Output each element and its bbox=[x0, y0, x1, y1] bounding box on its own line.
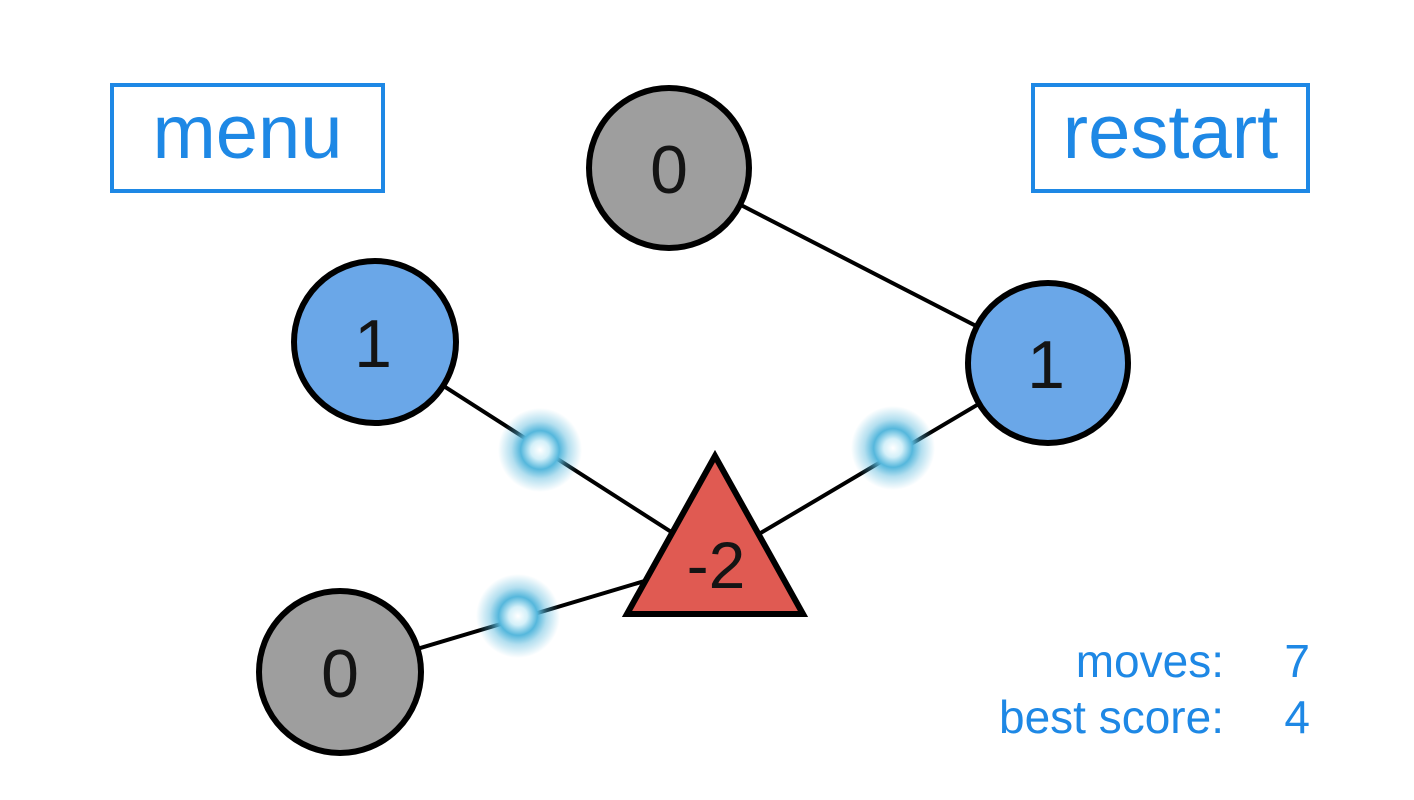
score-hud: moves: 7 best score: 4 bbox=[999, 638, 1310, 740]
node-left[interactable]: 1 bbox=[291, 258, 459, 426]
node-value: 0 bbox=[321, 636, 359, 712]
edge-glow-marker bbox=[851, 406, 935, 490]
restart-button[interactable]: restart bbox=[1031, 83, 1310, 193]
node-top[interactable]: 0 bbox=[586, 85, 752, 251]
edge-glow-marker bbox=[498, 408, 582, 492]
node-value: 0 bbox=[650, 132, 688, 208]
best-score-value: 4 bbox=[1284, 691, 1310, 743]
node-value: 1 bbox=[1027, 327, 1065, 403]
menu-button[interactable]: menu bbox=[110, 83, 385, 193]
node-value: 1 bbox=[354, 306, 392, 382]
edge-glow-marker bbox=[476, 574, 560, 658]
moves-value: 7 bbox=[1284, 635, 1310, 687]
moves-label: moves: bbox=[1075, 635, 1224, 687]
node-right[interactable]: 1 bbox=[965, 280, 1131, 446]
node-center-triangle[interactable]: -2 bbox=[621, 449, 809, 617]
best-score-label: best score: bbox=[999, 691, 1224, 743]
node-bottom-left[interactable]: 0 bbox=[256, 588, 424, 756]
node-value: -2 bbox=[687, 528, 746, 602]
